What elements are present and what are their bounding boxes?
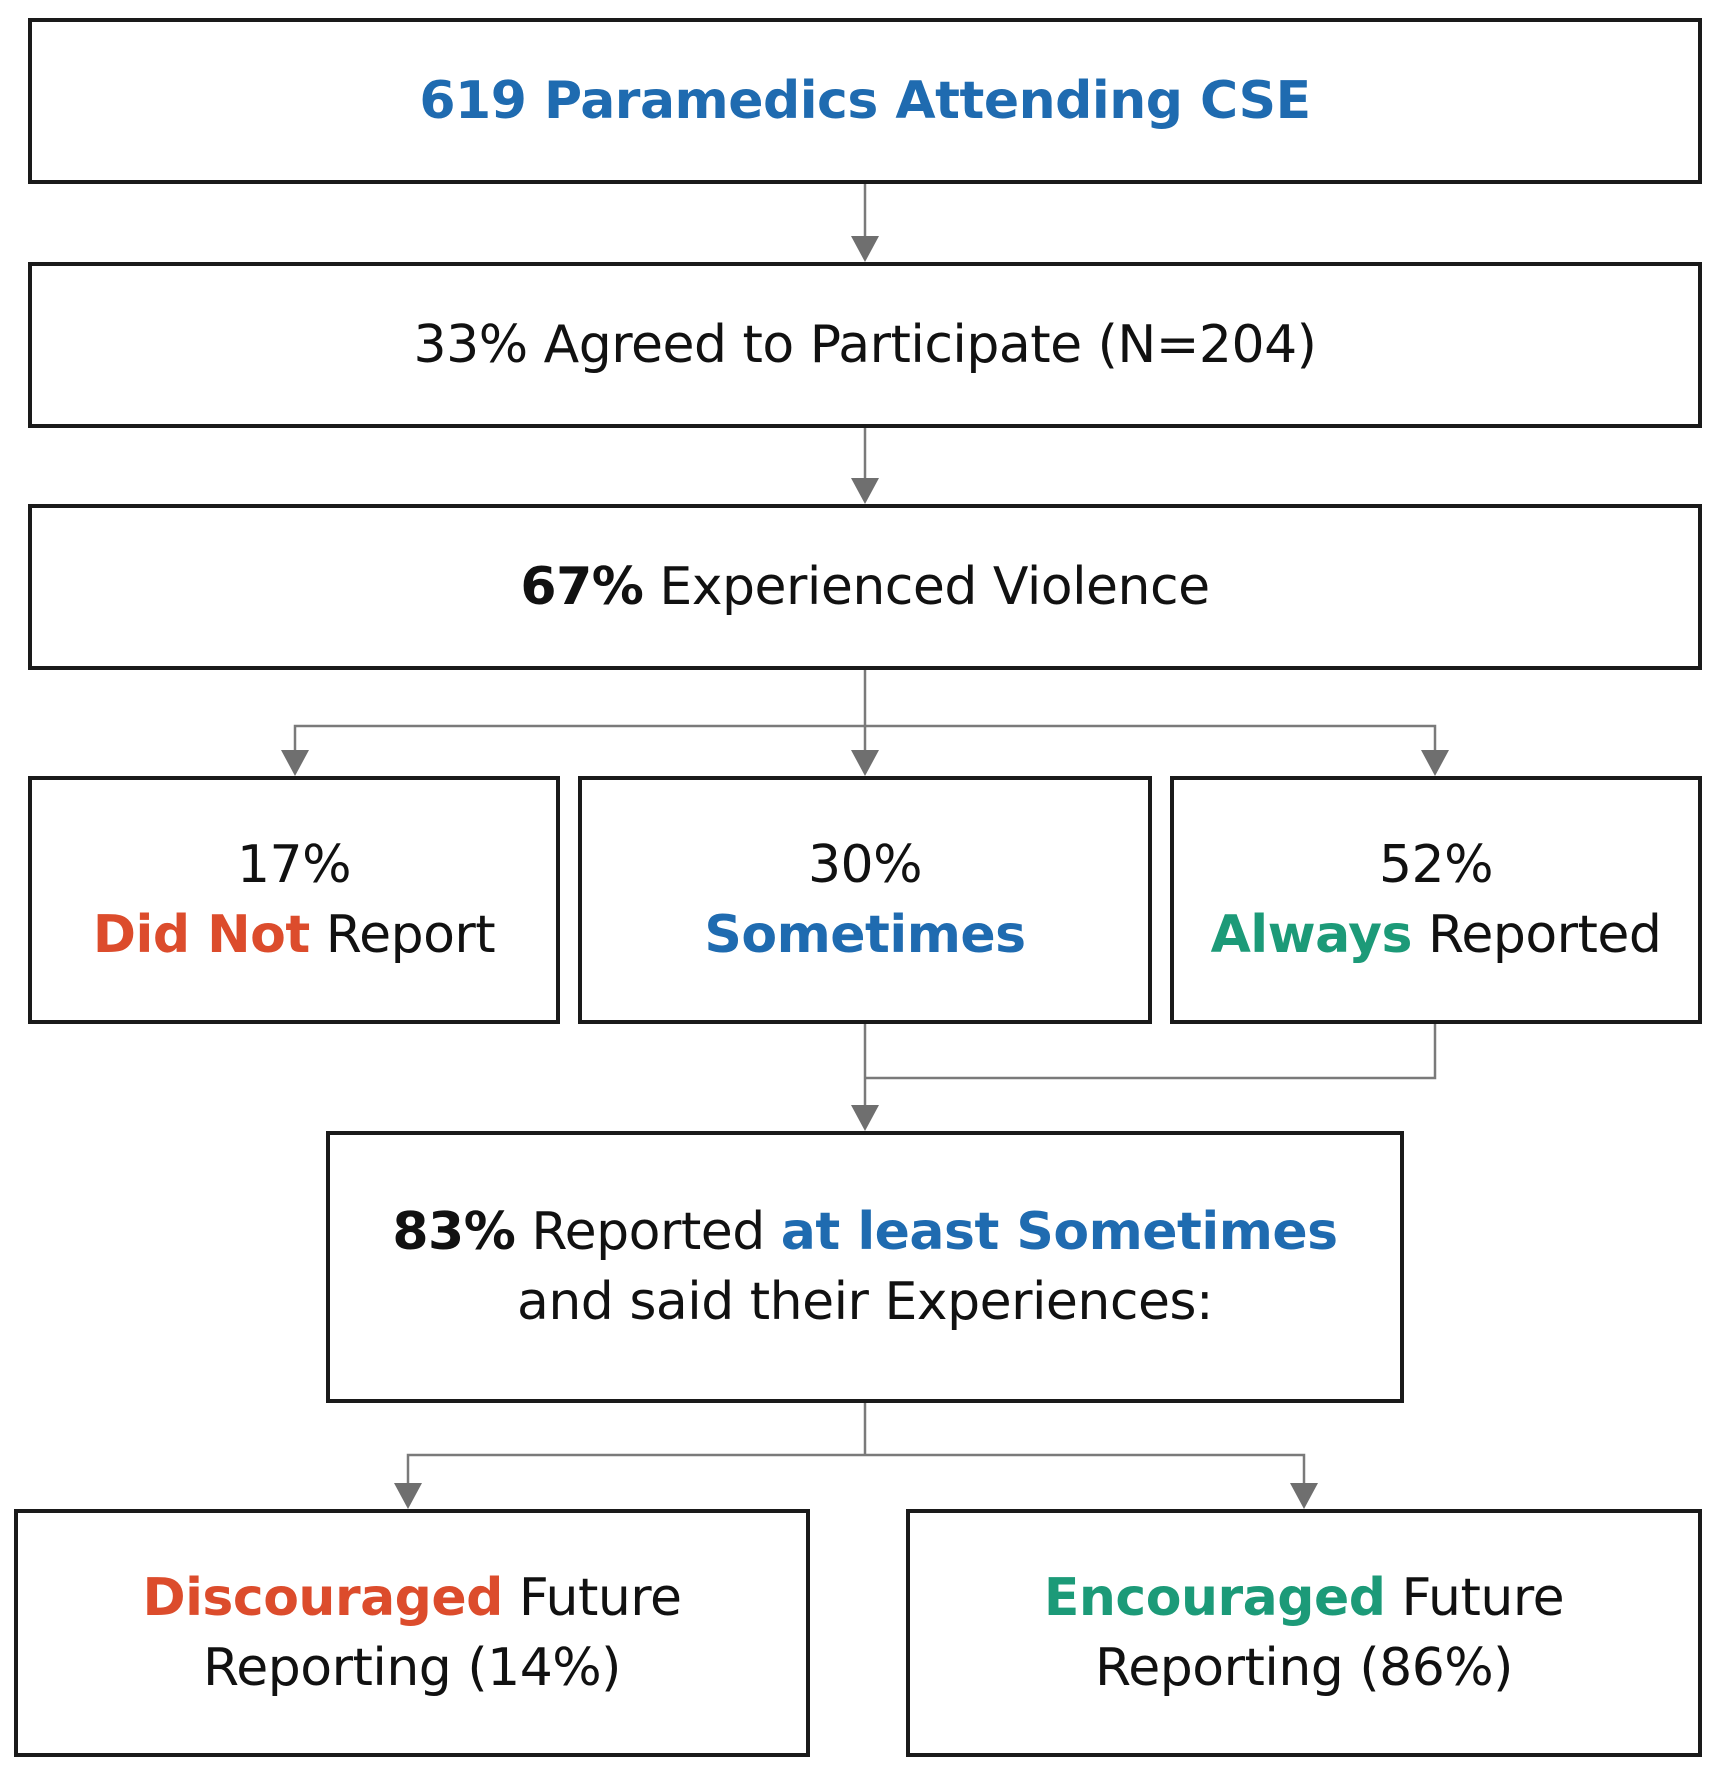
arrow-to-sometimes bbox=[851, 750, 879, 776]
at-least-line: 83% Reported at least Sometimes bbox=[392, 1197, 1338, 1267]
at-least-highlight: at least Sometimes bbox=[780, 1202, 1338, 1262]
connector-always-merge bbox=[865, 1024, 1437, 1080]
encouraged-second-line: Reporting (86%) bbox=[1095, 1638, 1513, 1698]
connector-outcome-bar bbox=[406, 1453, 1306, 1485]
arrow-to-always bbox=[1421, 750, 1449, 776]
always-percent: 52% bbox=[1378, 835, 1494, 895]
box-encouraged-future-reporting: Encouraged Future Reporting (86%) bbox=[906, 1509, 1702, 1757]
at-least-second-line: and said their Experiences: bbox=[516, 1272, 1214, 1332]
box-agreed-to-participate: 33% Agreed to Participate (N=204) bbox=[28, 262, 1702, 428]
sometimes-highlight: Sometimes bbox=[704, 905, 1026, 965]
at-least-text: Reported bbox=[515, 1202, 781, 1262]
always-highlight: Always bbox=[1210, 905, 1413, 965]
violence-text: Experienced Violence bbox=[643, 557, 1210, 617]
sometimes-percent: 30% bbox=[807, 835, 923, 895]
box-reported-at-least-sometimes: 83% Reported at least Sometimes and said… bbox=[326, 1131, 1404, 1403]
arrow-to-at-least bbox=[851, 1105, 879, 1131]
total-paramedics-text: 619 Paramedics Attending CSE bbox=[419, 71, 1311, 131]
did-not-percent: 17% bbox=[236, 835, 352, 895]
arrow-to-did-not bbox=[281, 750, 309, 776]
box-discouraged-future-reporting: Discouraged Future Reporting (14%) bbox=[14, 1509, 810, 1757]
discouraged-second-line: Reporting (14%) bbox=[203, 1638, 621, 1698]
arrow-to-violence bbox=[851, 478, 879, 504]
encouraged-highlight: Encouraged bbox=[1043, 1568, 1386, 1628]
always-line: Always Reported bbox=[1211, 900, 1662, 970]
violence-percent: 67% bbox=[520, 557, 644, 617]
box-always-reported: 52% Always Reported bbox=[1170, 776, 1702, 1024]
arrow-to-participated bbox=[851, 236, 879, 262]
at-least-percent: 83% bbox=[392, 1202, 516, 1262]
box-total-paramedics: 619 Paramedics Attending CSE bbox=[28, 18, 1702, 184]
discouraged-highlight: Discouraged bbox=[142, 1568, 503, 1628]
box-did-not-report: 17% Did Not Report bbox=[28, 776, 560, 1024]
discouraged-line: Discouraged Future bbox=[142, 1563, 682, 1633]
arrow-to-discouraged bbox=[394, 1483, 422, 1509]
did-not-highlight: Did Not bbox=[92, 905, 310, 965]
connector-branch-bar bbox=[293, 724, 1437, 752]
violence-line: 67% Experienced Violence bbox=[520, 552, 1210, 622]
box-experienced-violence: 67% Experienced Violence bbox=[28, 504, 1702, 670]
arrow-to-encouraged bbox=[1290, 1483, 1318, 1509]
encouraged-text: Future bbox=[1385, 1568, 1565, 1628]
box-sometimes: 30% Sometimes bbox=[578, 776, 1152, 1024]
encouraged-line: Encouraged Future bbox=[1043, 1563, 1565, 1633]
did-not-text: Report bbox=[309, 905, 496, 965]
participated-text: 33% Agreed to Participate (N=204) bbox=[413, 315, 1317, 375]
always-text: Reported bbox=[1412, 905, 1662, 965]
discouraged-text: Future bbox=[502, 1568, 682, 1628]
did-not-line: Did Not Report bbox=[92, 900, 496, 970]
